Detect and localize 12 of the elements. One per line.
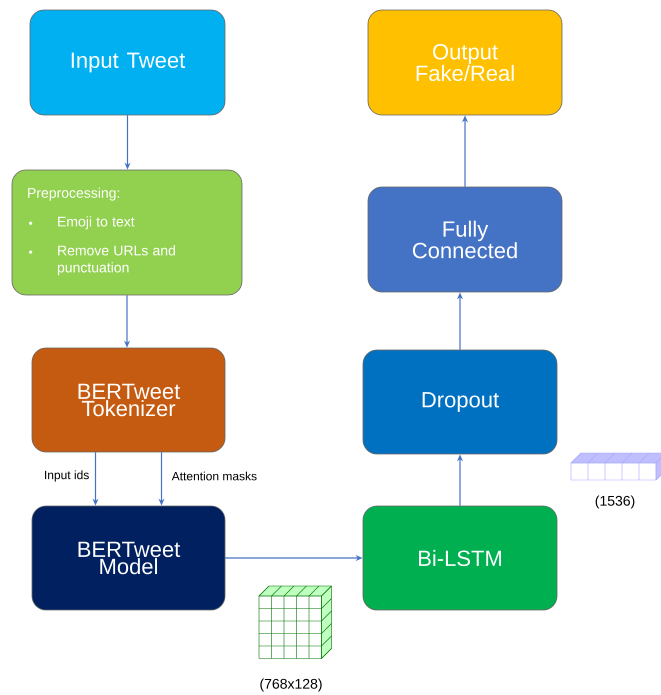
- edge-label: Attention masks: [172, 472, 257, 480]
- process-box: BERTweet Model: [32, 506, 226, 610]
- process-box: Output Fake/Real: [368, 10, 562, 116]
- process-box: Preprocessing: Emoji to text Remove URLs and punctuation: [12, 170, 242, 296]
- process-box: Input Tweet: [30, 10, 226, 116]
- process-box: Fully Connected: [368, 186, 562, 292]
- process-box: Dropout: [362, 350, 558, 454]
- dimension-label: (1536): [596, 495, 634, 509]
- edge-label: Input ids: [45, 470, 89, 482]
- process-box: BERTweet Tokenizer: [32, 348, 226, 452]
- process-box: Bi-LSTM: [362, 506, 558, 610]
- dimension-label: (768x128): [260, 678, 322, 692]
